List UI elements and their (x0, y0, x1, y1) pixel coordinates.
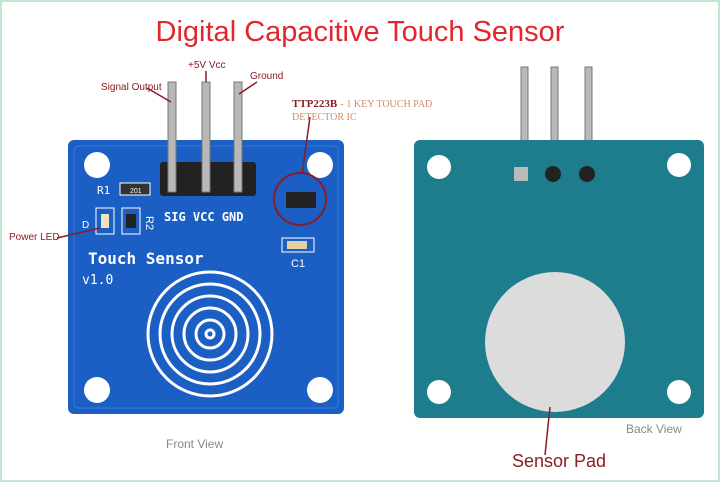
silk-version: v1.0 (82, 273, 113, 288)
silk-pins: SIG VCC GND (164, 210, 243, 224)
ic-desc-2: DETECTOR IC (292, 112, 357, 123)
front-board: 201 R1 D R2 SIG VCC GND C1 Touch Sensor … (68, 81, 344, 414)
ic-sep: - (337, 98, 347, 110)
label-back-view: Back View (626, 422, 682, 436)
power-led (101, 214, 109, 228)
label-ground: Ground (250, 71, 284, 82)
label-signal-output: Signal Output (101, 82, 162, 93)
mounting-hole (307, 377, 333, 403)
ttp223b-chip (286, 192, 316, 208)
label-front-view: Front View (166, 437, 224, 451)
ic-desc-1: 1 KEY TOUCH PAD (346, 99, 433, 110)
page-title: Digital Capacitive Touch Sensor (155, 16, 565, 48)
touch-rings (146, 270, 274, 398)
mounting-hole (84, 377, 110, 403)
mounting-hole (84, 152, 110, 178)
back-board (414, 66, 704, 418)
label-ic: TTP223B - 1 KEY TOUCH PAD DETECTOR IC (292, 98, 432, 124)
label-sensor-pad: Sensor Pad (512, 451, 607, 471)
silk-name: Touch Sensor (88, 249, 204, 268)
silk-d: D (82, 220, 89, 231)
mounting-hole (307, 152, 333, 178)
sensor-pad (485, 272, 625, 412)
label-power-led: Power LED (9, 232, 60, 243)
ic-name: TTP223B (292, 98, 338, 110)
silk-r1: R1 (97, 184, 110, 197)
leader-lines (56, 71, 551, 456)
resistor-code: 201 (130, 188, 142, 195)
silk-c1: C1 (291, 258, 305, 270)
label-vcc: +5V Vcc (188, 60, 226, 71)
silk-r2: R2 (143, 216, 155, 230)
